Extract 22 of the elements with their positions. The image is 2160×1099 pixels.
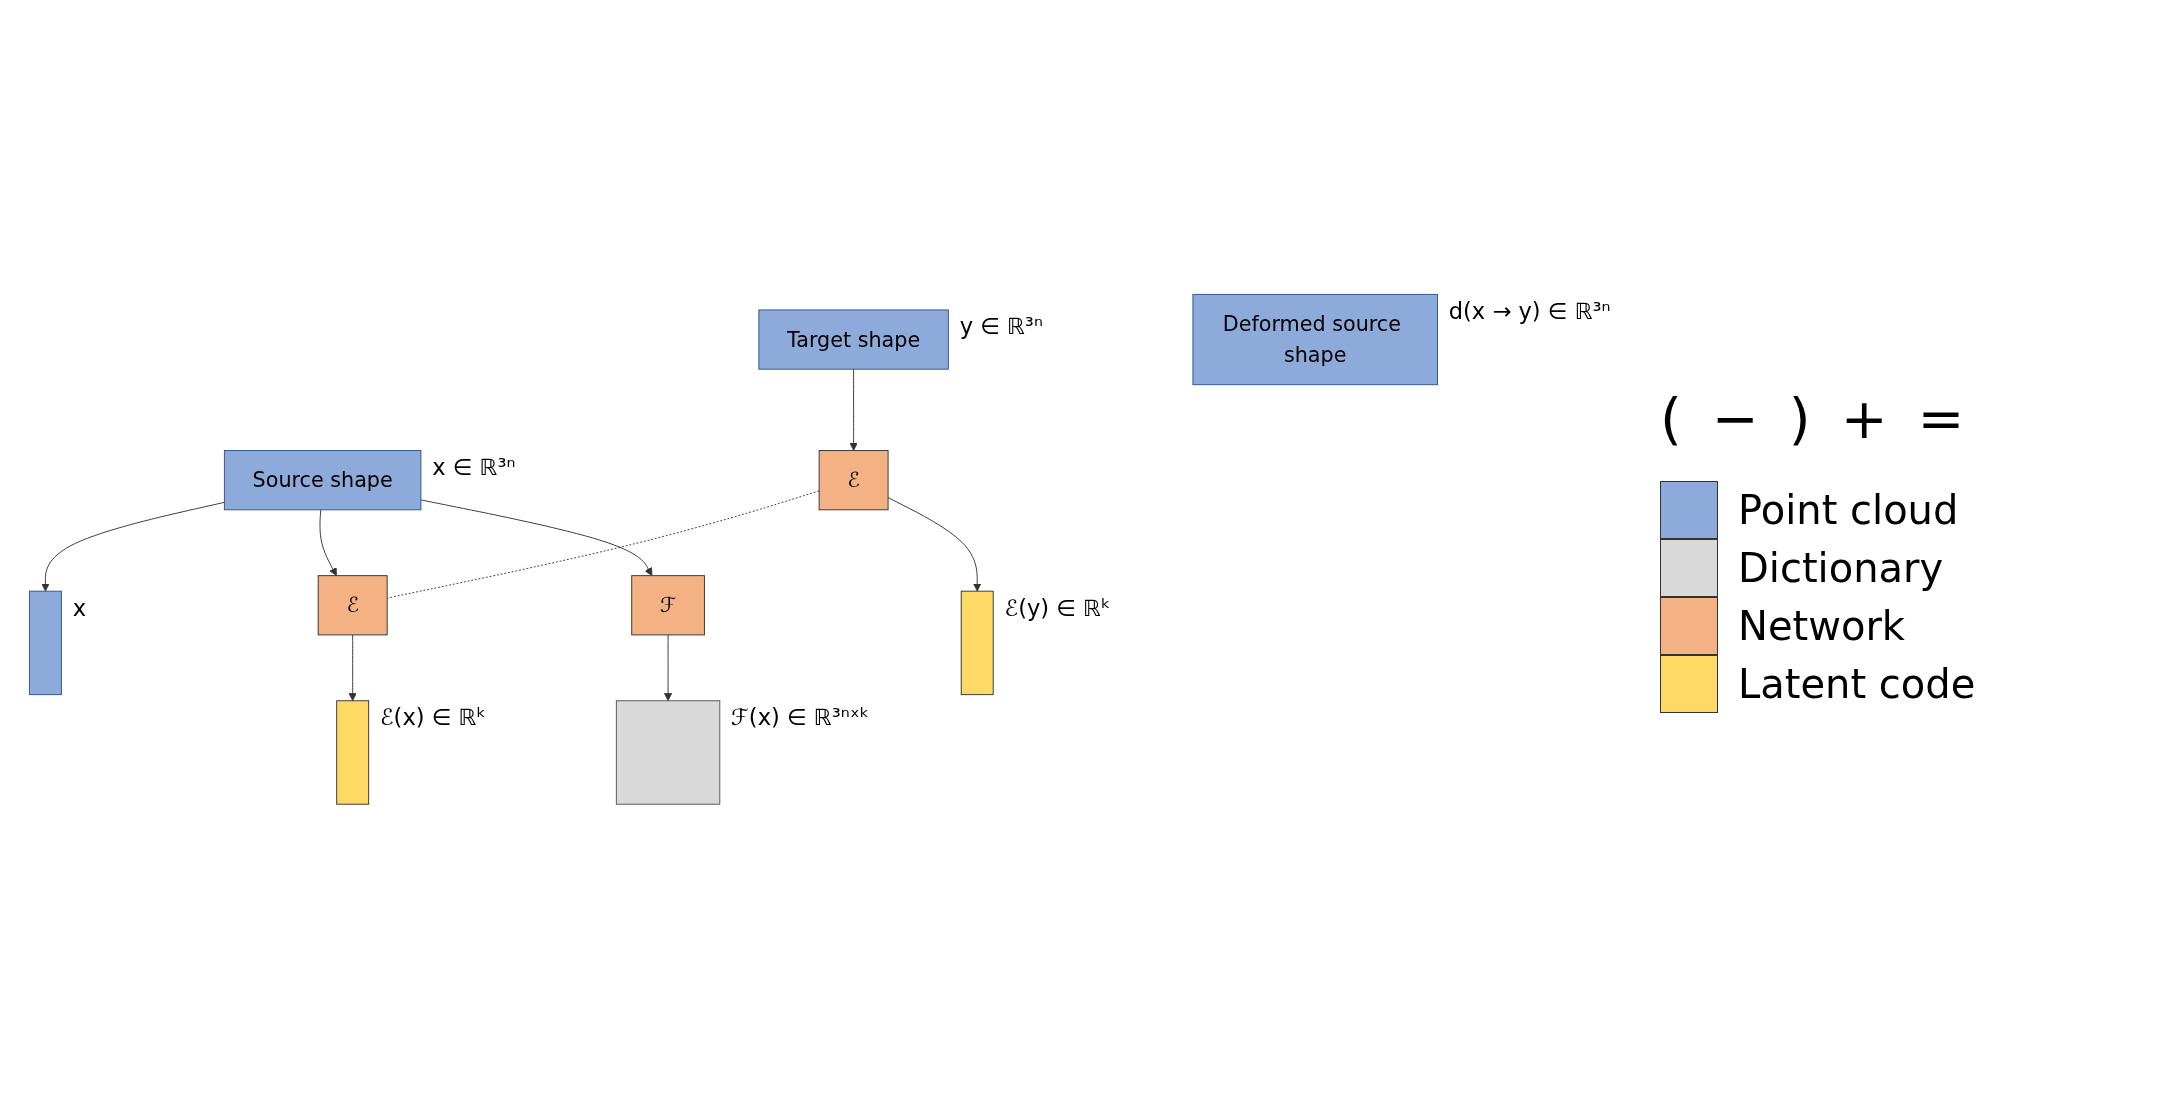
math-label: ℰ(y) ∈ ℝᵏ [1004,594,1111,621]
math-symbol: + [1840,386,1888,451]
legend-label: Dictionary [1738,545,1944,591]
node-label: ℰ [346,593,359,618]
math-label: x [72,594,87,621]
node-label: Deformed source shape [1222,312,1401,368]
math-label: ℱ(x) ∈ ℝ³ⁿˣᵏ [731,704,870,731]
math-symbol: = [1917,386,1965,451]
math-label: y ∈ ℝ³ⁿ [959,313,1043,340]
math-symbol: ( [1660,386,1682,451]
node-label: Source shape [252,468,393,493]
node-label: ℰ [847,468,860,493]
math-symbol: − [1711,386,1759,451]
math-label: x ∈ ℝ³ⁿ [432,454,516,481]
legend-label: Point cloud [1738,487,1959,533]
math-symbol: ) [1788,386,1811,451]
node-label: Target shape [787,327,921,352]
math-label: ℰ(x) ∈ ℝᵏ [379,704,487,731]
legend-label: Latent code [1738,661,1976,707]
legend-label: Network [1738,603,1905,649]
node-label: ℱ [659,593,677,618]
math-label: d(x → y) ∈ ℝ³ⁿ [1448,298,1611,325]
